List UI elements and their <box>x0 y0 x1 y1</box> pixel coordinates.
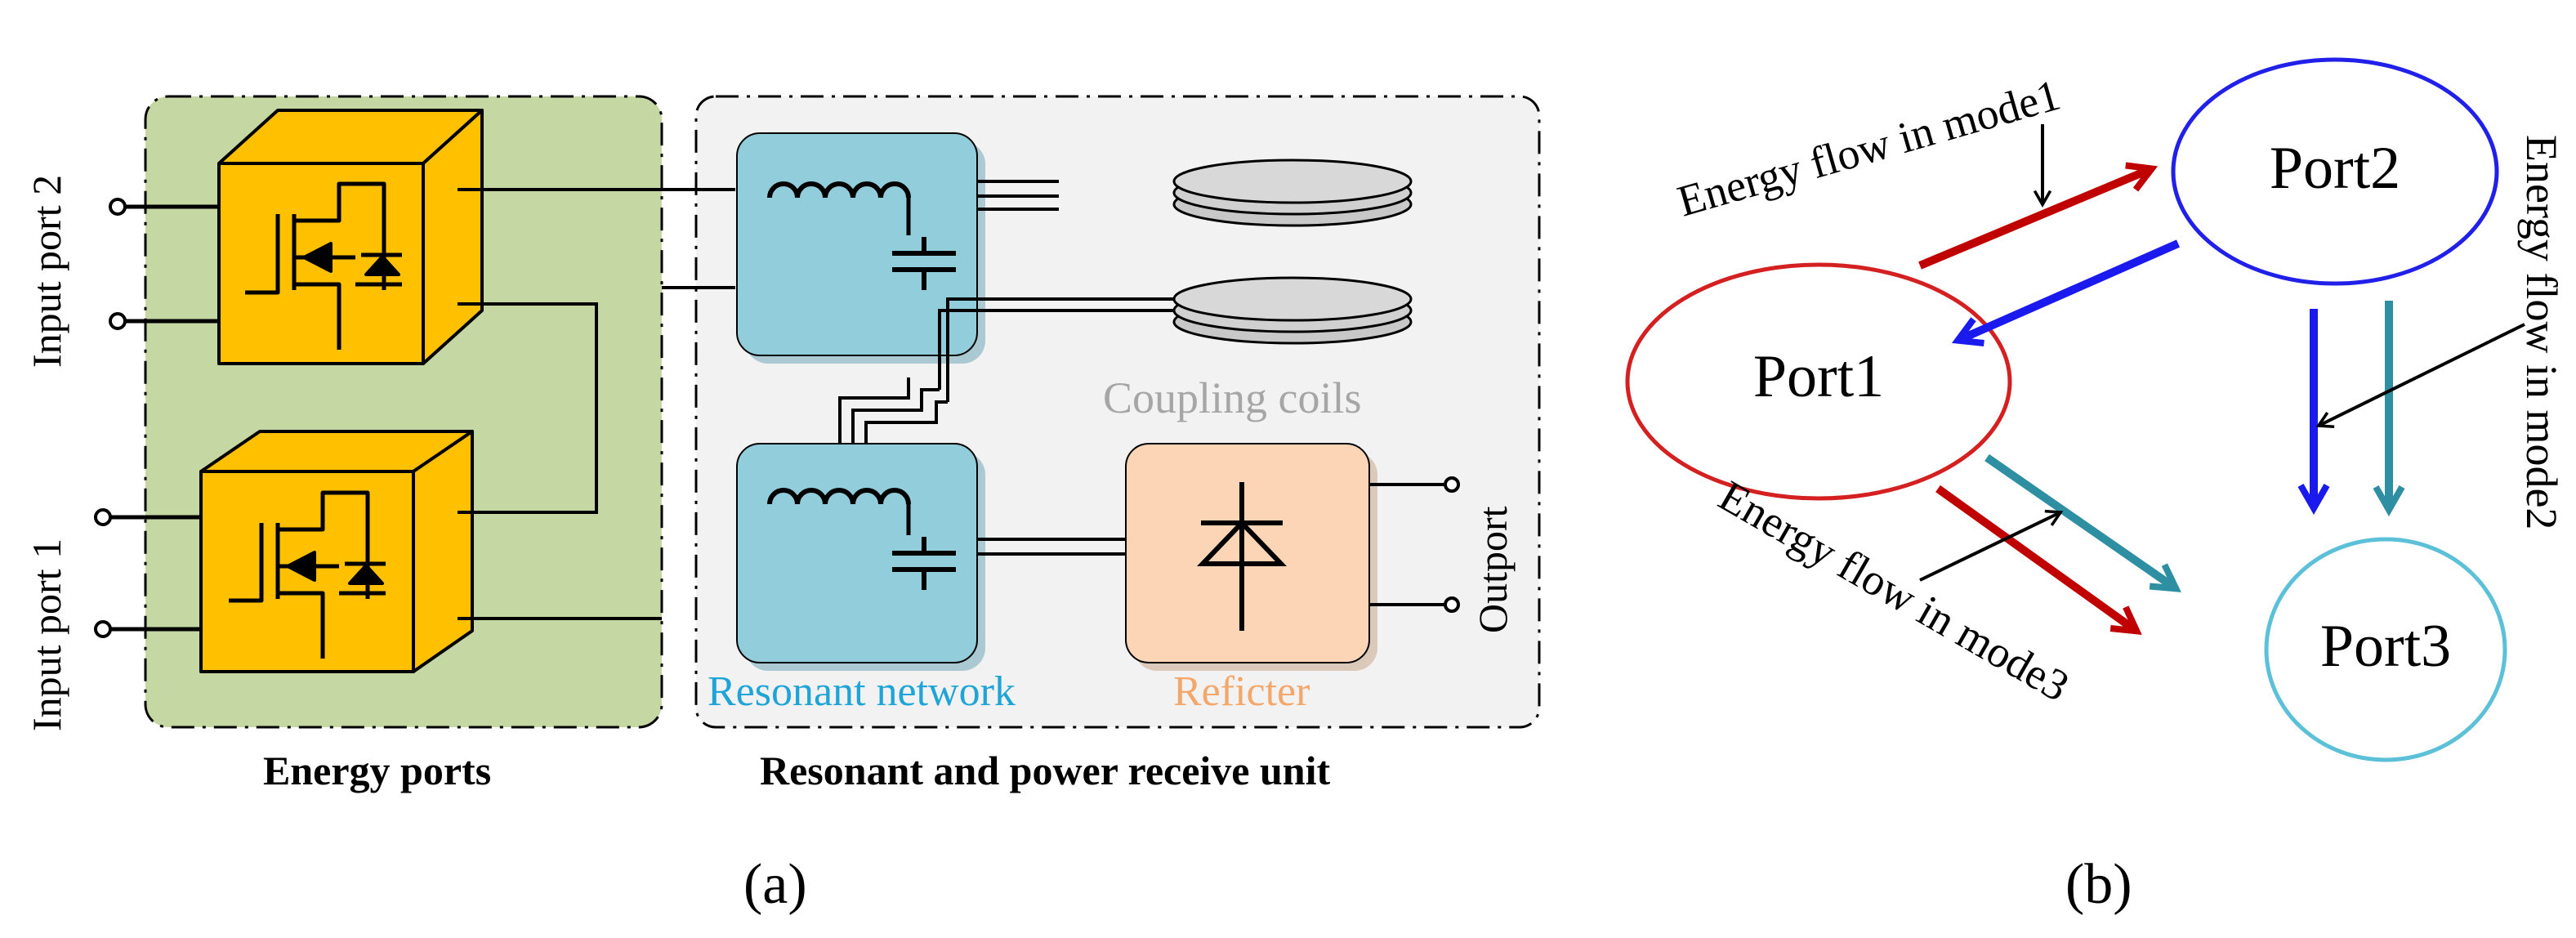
diode-icon <box>364 255 400 276</box>
flow-arrow-port2-to-port1 <box>1951 239 2181 346</box>
outport-terminal-bottom <box>1444 596 1460 613</box>
capacitor-icon <box>892 237 956 290</box>
output-terminals <box>1444 476 1460 613</box>
coupling-coil-bottom <box>1172 276 1413 345</box>
input-port-1-label: Input port 1 <box>24 538 69 731</box>
mode3-pointer <box>1919 509 2064 582</box>
switch-cube-port1 <box>199 430 474 673</box>
inductor-icon <box>767 181 911 199</box>
mode2-pointer <box>2315 323 2525 429</box>
flow-arrow-port1-to-port3-red <box>1935 485 2142 636</box>
mosfet-arrow <box>302 242 333 273</box>
rectifier-block <box>1125 443 1377 671</box>
panel-a: Input port 2 Input port 1 Coupling coils… <box>24 95 1541 916</box>
terminal-port2-bottom <box>109 312 127 330</box>
energy-ports-caption: Energy ports <box>263 748 491 793</box>
terminal-port1-bottom <box>94 620 112 638</box>
outport-terminal-top <box>1444 476 1460 493</box>
resonant-block-top <box>736 132 985 364</box>
port1-node <box>1625 262 2012 501</box>
port2-node <box>2171 57 2499 286</box>
rectifier-diode-icon <box>1196 482 1288 631</box>
port1-label: Port1 <box>1753 343 1884 410</box>
terminal-port1-top <box>94 508 112 526</box>
mode3-label: Energy flow in mode3 <box>1711 471 2078 711</box>
coupling-coils-label: Coupling coils <box>1103 373 1362 422</box>
capacitor-icon <box>892 537 956 590</box>
resonant-network-label: Resonant network <box>708 668 1016 715</box>
input-terminals <box>94 198 127 638</box>
mosfet-arrow <box>286 551 316 582</box>
diode-icon <box>348 564 384 585</box>
rectifier-label: Reficter <box>1173 668 1310 715</box>
input-wiring <box>108 204 219 632</box>
mosfet-icon <box>245 181 402 350</box>
port3-node <box>2264 537 2507 762</box>
coil-wiring <box>838 180 1446 606</box>
flow-arrow-port1-to-port2 <box>1918 162 2159 270</box>
mode1-label: Energy flow in mode1 <box>1672 70 2065 226</box>
port2-label: Port2 <box>2270 135 2400 202</box>
mosfet-icon <box>229 490 386 659</box>
flow-arrow-port1-to-port3-teal <box>1984 453 2181 592</box>
resonant-block-bottom <box>736 443 985 671</box>
mode2-label: Energy flow in mode2 <box>2517 135 2566 529</box>
panel-b-label: (b) <box>2065 853 2132 916</box>
panel-a-label: (a) <box>743 853 807 916</box>
unit-caption: Resonant and power receive unit <box>760 748 1330 793</box>
panel-b: Port1 Port2 Port3 Energy flow in mode1 E… <box>1625 57 2566 916</box>
terminal-port2-top <box>109 198 127 216</box>
port3-label: Port3 <box>2320 613 2451 680</box>
coupling-coil-top <box>1172 159 1413 227</box>
cube-wiring <box>458 188 735 620</box>
outport-label: Outport <box>1470 506 1516 633</box>
inductor-icon <box>767 488 911 505</box>
switch-cube-port2 <box>217 109 484 365</box>
input-port-2-label: Input port 2 <box>24 175 69 368</box>
